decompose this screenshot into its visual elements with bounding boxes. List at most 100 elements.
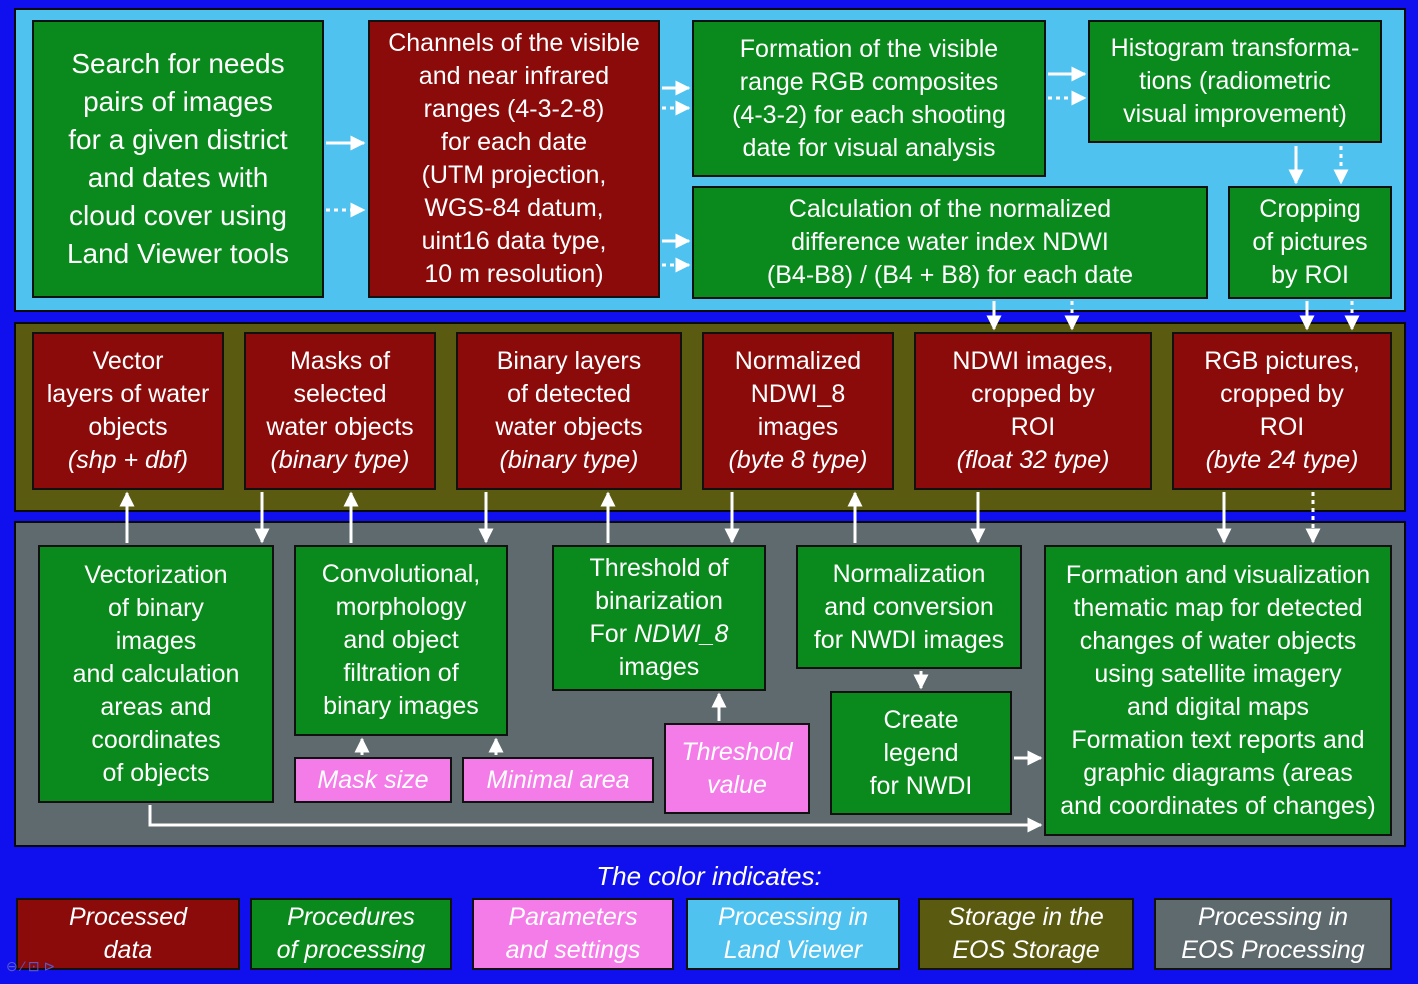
rgb-cropped-line: ROI bbox=[1259, 413, 1305, 441]
ndwi-cropped-line: NDWI images, bbox=[952, 347, 1114, 375]
rgb-formation-line: range RGB composites bbox=[739, 67, 999, 96]
vectorization-line: and calculation bbox=[72, 659, 240, 688]
masks-type: (binary type) bbox=[270, 446, 410, 474]
masks-line: Masks of bbox=[289, 347, 391, 375]
binary-layers-type: (binary type) bbox=[499, 446, 639, 474]
ndwi-cropped-line: cropped by bbox=[971, 380, 1095, 408]
legend-eos-storage-line: EOS Storage bbox=[952, 936, 1100, 964]
legend-eos-processing: Processing in EOS Processing bbox=[1154, 898, 1392, 970]
search-line: pairs of images bbox=[83, 86, 273, 117]
search-box: Search for needs pairs of images for a g… bbox=[32, 20, 324, 298]
rgb-formation-line: (4-3-2) for each shooting bbox=[732, 100, 1006, 129]
formation-map-line: and coordinates of changes) bbox=[1060, 791, 1376, 820]
cropping-line: of pictures bbox=[1252, 228, 1368, 256]
legend-parameters-line: and settings bbox=[505, 936, 641, 964]
normalized-ndwi-line: Normalized bbox=[734, 347, 862, 375]
normalized-ndwi-line: images bbox=[757, 413, 839, 441]
formation-map-line: using satellite imagery bbox=[1094, 659, 1342, 688]
corner-mark: ⊖ ⁄ ⊡ ⊳ bbox=[6, 958, 56, 974]
convolutional-box: Convolutional, morphology and object fil… bbox=[294, 545, 508, 736]
vector-layers-type: (shp + dbf) bbox=[67, 446, 189, 474]
vector-layers-box: Vector layers of water objects (shp + db… bbox=[32, 332, 224, 490]
vectorization-box: Vectorization of binary images and calcu… bbox=[38, 545, 274, 803]
vectorization-line: areas and bbox=[100, 692, 212, 721]
arrow-vectorization-to-formation bbox=[148, 805, 1043, 833]
create-legend-line: for NWDI bbox=[869, 771, 973, 800]
legend-eos-storage-line: Storage in the bbox=[948, 903, 1104, 931]
minimal-area-param: Minimal area bbox=[462, 757, 654, 803]
search-line: and dates with bbox=[87, 162, 269, 193]
ndwi-cropped-type: (float 32 type) bbox=[956, 446, 1110, 474]
create-legend-line: legend bbox=[883, 738, 959, 767]
rgb-formation-line: date for visual analysis bbox=[742, 133, 996, 162]
channels-line: 10 m resolution) bbox=[424, 260, 604, 288]
rgb-formation-box: Formation of the visible range RGB compo… bbox=[692, 20, 1046, 177]
vectorization-line: images bbox=[115, 626, 197, 655]
ndwi-calculation-box: Calculation of the normalized difference… bbox=[692, 186, 1208, 299]
legend-processed-data-line: Processed bbox=[68, 903, 188, 931]
normalization-line: and conversion bbox=[824, 592, 994, 621]
cropping-line: Cropping bbox=[1259, 195, 1361, 223]
binary-layers-line: Binary layers bbox=[496, 347, 642, 375]
legend-parameters-line: Parameters bbox=[508, 903, 638, 931]
legend-eos-processing-line: EOS Processing bbox=[1181, 936, 1365, 964]
rgb-cropped-box: RGB pictures, cropped by ROI (byte 24 ty… bbox=[1172, 332, 1392, 490]
threshold-index: NDWI_8 bbox=[633, 620, 729, 648]
normalized-ndwi-box: Normalized NDWI_8 images (byte 8 type) bbox=[702, 332, 894, 490]
vectorization-line: Vectorization bbox=[84, 560, 228, 589]
formation-map-box: Formation and visualization thematic map… bbox=[1044, 545, 1392, 836]
threshold-value-line: value bbox=[707, 770, 767, 799]
channels-line: (UTM projection, bbox=[421, 161, 607, 189]
convolutional-line: binary images bbox=[323, 692, 479, 720]
rgb-formation-line: Formation of the visible bbox=[739, 34, 999, 63]
legend-processed-data-line: data bbox=[103, 936, 153, 964]
rgb-cropped-type: (byte 24 type) bbox=[1205, 446, 1359, 474]
formation-map-line: thematic map for detected bbox=[1073, 593, 1363, 622]
threshold-line: binarization bbox=[595, 587, 723, 615]
legend-parameters: Parameters and settings bbox=[472, 898, 674, 970]
normalized-ndwi-line: NDWI_8 bbox=[750, 380, 846, 408]
ndwi-calculation-line: (B4-B8) / (B4 + B8) for each date bbox=[766, 261, 1134, 289]
legend-eos-processing-line: Processing in bbox=[1197, 903, 1349, 931]
ndwi-cropped-line: ROI bbox=[1010, 413, 1056, 441]
vector-layers-line: layers of water bbox=[46, 380, 210, 408]
minimal-area-label: Minimal area bbox=[486, 765, 630, 794]
rgb-cropped-line: RGB pictures, bbox=[1204, 347, 1360, 375]
legend-procedures: Procedures of processing bbox=[250, 898, 452, 970]
create-legend-line: Create bbox=[883, 705, 959, 734]
vector-layers-line: objects bbox=[88, 413, 168, 441]
normalization-box: Normalization and conversion for NWDI im… bbox=[796, 545, 1022, 669]
channels-line: Channels of the visible bbox=[388, 29, 640, 57]
histogram-line: visual improvement) bbox=[1123, 100, 1347, 128]
create-legend-box: Create legend for NWDI bbox=[830, 691, 1012, 815]
masks-line: selected bbox=[293, 380, 387, 408]
threshold-line: For NDWI_8 bbox=[590, 618, 729, 651]
channels-line: and near infrared bbox=[418, 62, 610, 90]
vector-layers-line: Vector bbox=[92, 347, 164, 375]
convolutional-line: morphology bbox=[335, 593, 467, 621]
legend-title: The color indicates: bbox=[596, 861, 822, 891]
formation-map-line: Formation and visualization bbox=[1065, 560, 1371, 589]
legend-eos-storage: Storage in the EOS Storage bbox=[918, 898, 1134, 970]
histogram-box: Histogram transforma- tions (radiometric… bbox=[1088, 20, 1382, 143]
vectorization-line: of objects bbox=[102, 758, 210, 787]
convolutional-line: filtration of bbox=[343, 659, 459, 687]
channels-line: ranges (4-3-2-8) bbox=[423, 95, 605, 123]
legend-land-viewer-line: Processing in bbox=[717, 903, 869, 931]
vectorization-line: coordinates bbox=[91, 725, 221, 754]
cropping-line: by ROI bbox=[1271, 261, 1349, 289]
normalization-line: for NWDI images bbox=[813, 625, 1005, 654]
vectorization-line: of binary bbox=[108, 593, 204, 622]
legend-processed-data: Processed data bbox=[16, 898, 240, 970]
legend-procedures-line: of processing bbox=[276, 936, 426, 964]
formation-map-line: graphic diagrams (areas bbox=[1083, 758, 1353, 787]
legend-land-viewer-line: Land Viewer bbox=[723, 936, 863, 964]
masks-line: water objects bbox=[266, 413, 414, 441]
threshold-line: images bbox=[618, 653, 700, 681]
histogram-line: Histogram transforma- bbox=[1110, 34, 1360, 62]
threshold-box: Threshold of binarization For NDWI_8 ima… bbox=[552, 545, 766, 691]
convolutional-line: and object bbox=[343, 626, 459, 654]
search-line: for a given district bbox=[68, 124, 288, 155]
binary-layers-box: Binary layers of detected water objects … bbox=[456, 332, 682, 490]
